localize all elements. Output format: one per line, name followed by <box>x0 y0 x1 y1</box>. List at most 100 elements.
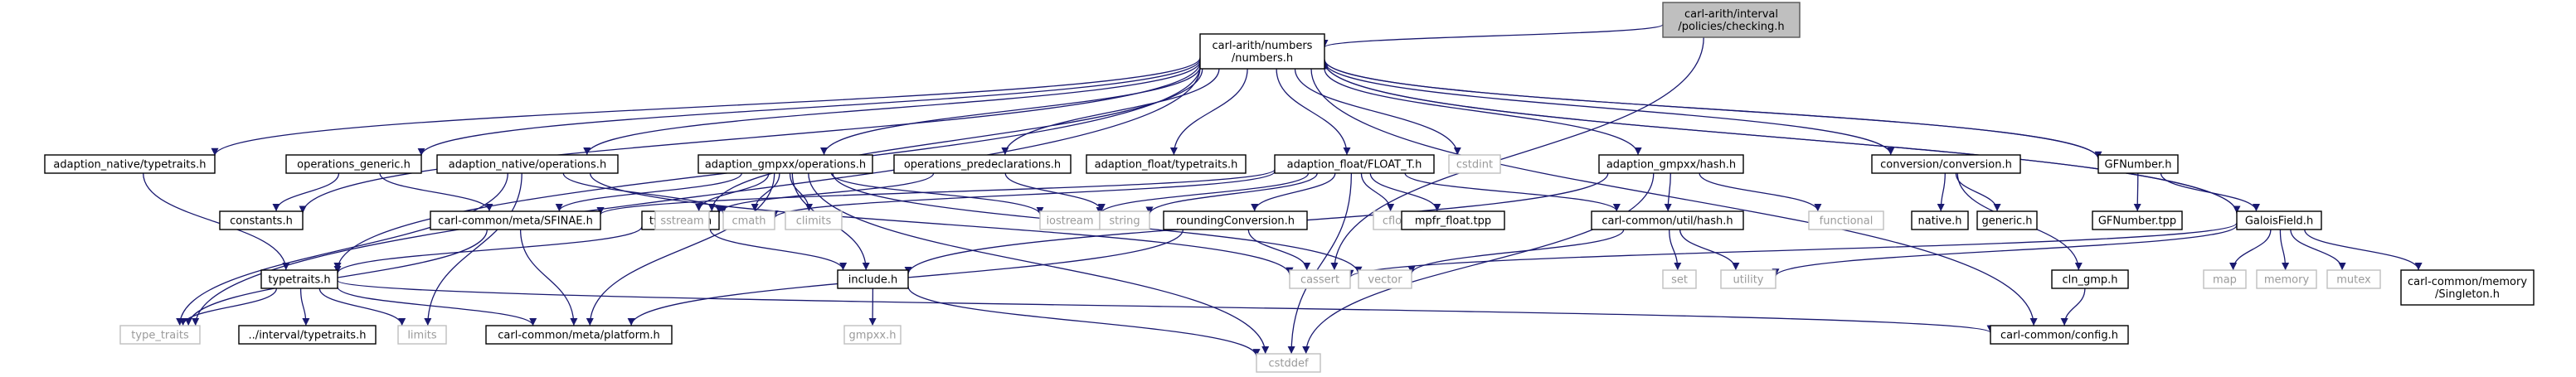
edge-line <box>1302 172 1655 355</box>
node-cstdint[interactable]: cstdint <box>1448 154 1501 174</box>
node-box[interactable] <box>1358 269 1412 289</box>
node-box[interactable] <box>2256 269 2317 289</box>
node-box[interactable] <box>1086 154 1247 174</box>
node-box[interactable] <box>436 154 619 174</box>
node-vector[interactable]: vector <box>1358 269 1412 289</box>
node-box[interactable] <box>2236 210 2322 230</box>
node-mutex[interactable]: mutex <box>2326 269 2381 289</box>
node-constants[interactable]: constants.h <box>219 210 304 230</box>
node-box[interactable] <box>893 154 1072 174</box>
node-box[interactable] <box>2203 269 2247 289</box>
node-box[interactable] <box>785 210 843 230</box>
node-nativeh[interactable]: native.h <box>1911 210 1969 230</box>
node-box[interactable] <box>1911 210 1969 230</box>
node-box[interactable] <box>2326 269 2381 289</box>
node-box[interactable] <box>397 325 447 345</box>
node-box[interactable] <box>430 210 601 230</box>
node-type_traits[interactable]: type_traits <box>119 325 201 345</box>
node-singleton[interactable]: carl-common/memory/Singleton.h <box>2400 269 2535 306</box>
edge-typetraits_low-to-ivtt <box>299 288 310 326</box>
node-utility[interactable]: utility <box>1720 269 1776 289</box>
node-map[interactable]: map <box>2203 269 2247 289</box>
node-box[interactable] <box>1448 154 1501 174</box>
node-box[interactable] <box>1401 210 1505 230</box>
node-adgmp_ops[interactable]: adaption_gmpxx/operations.h <box>697 154 873 174</box>
node-oppred[interactable]: operations_predeclarations.h <box>893 154 1072 174</box>
node-conv[interactable]: conversion/conversion.h <box>1871 154 2021 174</box>
node-numbers[interactable]: carl-arith/numbers/numbers.h <box>1199 33 1325 70</box>
node-set[interactable]: set <box>1662 269 1697 289</box>
node-cassert[interactable]: cassert <box>1289 269 1351 289</box>
node-box[interactable] <box>837 269 909 289</box>
node-box[interactable] <box>843 325 902 345</box>
node-sfinae[interactable]: carl-common/meta/SFINAE.h <box>430 210 601 230</box>
node-iostream[interactable]: iostream <box>1039 210 1101 230</box>
node-box[interactable] <box>485 325 673 345</box>
node-functional[interactable]: functional <box>1808 210 1884 230</box>
node-platform[interactable]: carl-common/meta/platform.h <box>485 325 673 345</box>
node-ivtt[interactable]: ../interval/typetraits.h <box>238 325 377 345</box>
node-clngmp[interactable]: cln_gmp.h <box>2051 269 2129 289</box>
edge-line <box>337 286 537 326</box>
edge-line <box>379 172 493 212</box>
node-opgen[interactable]: operations_generic.h <box>285 154 422 174</box>
node-box[interactable] <box>219 210 304 230</box>
edge-line <box>1320 59 2099 159</box>
node-adfl_tt[interactable]: adaption_float/typetraits.h <box>1086 154 1247 174</box>
node-cmath[interactable]: cmath <box>722 210 775 230</box>
node-config[interactable]: carl-common/config.h <box>1990 325 2129 345</box>
node-adfl_float[interactable]: adaption_float/FLOAT_T.h <box>1274 154 1435 174</box>
node-box[interactable] <box>654 210 710 230</box>
node-box[interactable] <box>1871 154 2021 174</box>
node-mpfr[interactable]: mpfr_float.tpp <box>1401 210 1505 230</box>
node-box[interactable] <box>44 154 216 174</box>
node-root[interactable]: carl-arith/interval/policies/checking.h <box>1662 2 1801 38</box>
node-gftpp[interactable]: GFNumber.tpp <box>2092 210 2183 230</box>
node-includeh[interactable]: include.h <box>837 269 909 289</box>
node-box[interactable] <box>1256 353 1321 373</box>
node-limits[interactable]: limits <box>397 325 447 345</box>
node-box[interactable] <box>285 154 422 174</box>
node-box[interactable] <box>1598 154 1744 174</box>
node-box[interactable] <box>1990 325 2129 345</box>
node-hash[interactable]: carl-common/util/hash.h <box>1591 210 1744 230</box>
node-string[interactable]: string <box>1099 210 1150 230</box>
node-box[interactable] <box>1274 154 1435 174</box>
node-box[interactable] <box>238 325 377 345</box>
node-cstddef[interactable]: cstddef <box>1256 353 1321 373</box>
edge-line <box>1664 172 1672 212</box>
node-label: /policies/checking.h <box>1678 21 1784 33</box>
node-climits[interactable]: climits <box>785 210 843 230</box>
node-box[interactable] <box>1976 210 2038 230</box>
node-box[interactable] <box>1199 33 1325 70</box>
node-box[interactable] <box>2092 210 2183 230</box>
node-box[interactable] <box>2400 269 2535 306</box>
node-typetraits_low[interactable]: typetraits.h <box>260 269 338 289</box>
node-box[interactable] <box>1662 2 1801 38</box>
node-memory[interactable]: memory <box>2256 269 2317 289</box>
node-gmpxx[interactable]: gmpxx.h <box>843 325 902 345</box>
node-sstream[interactable]: sstream <box>654 210 710 230</box>
node-adgmp_hash[interactable]: adaption_gmpxx/hash.h <box>1598 154 1744 174</box>
node-box[interactable] <box>119 325 201 345</box>
node-box[interactable] <box>1720 269 1776 289</box>
node-box[interactable] <box>1099 210 1150 230</box>
node-genericH[interactable]: generic.h <box>1976 210 2038 230</box>
node-adnat_ops[interactable]: adaption_native/operations.h <box>436 154 619 174</box>
node-box[interactable] <box>697 154 873 174</box>
node-box[interactable] <box>2051 269 2129 289</box>
node-galois[interactable]: GaloisField.h <box>2236 210 2322 230</box>
node-adnat_tt[interactable]: adaption_native/typetraits.h <box>44 154 216 174</box>
node-rounding[interactable]: roundingConversion.h <box>1163 210 1308 230</box>
node-box[interactable] <box>2097 154 2179 174</box>
node-box[interactable] <box>1591 210 1744 230</box>
node-box[interactable] <box>1289 269 1351 289</box>
node-box[interactable] <box>722 210 775 230</box>
node-gfnum[interactable]: GFNumber.h <box>2097 154 2179 174</box>
edge-line <box>1247 229 1311 271</box>
node-box[interactable] <box>1808 210 1884 230</box>
node-box[interactable] <box>260 269 338 289</box>
node-box[interactable] <box>1163 210 1308 230</box>
node-label: adaption_native/typetraits.h <box>53 159 206 172</box>
node-box[interactable] <box>1662 269 1697 289</box>
